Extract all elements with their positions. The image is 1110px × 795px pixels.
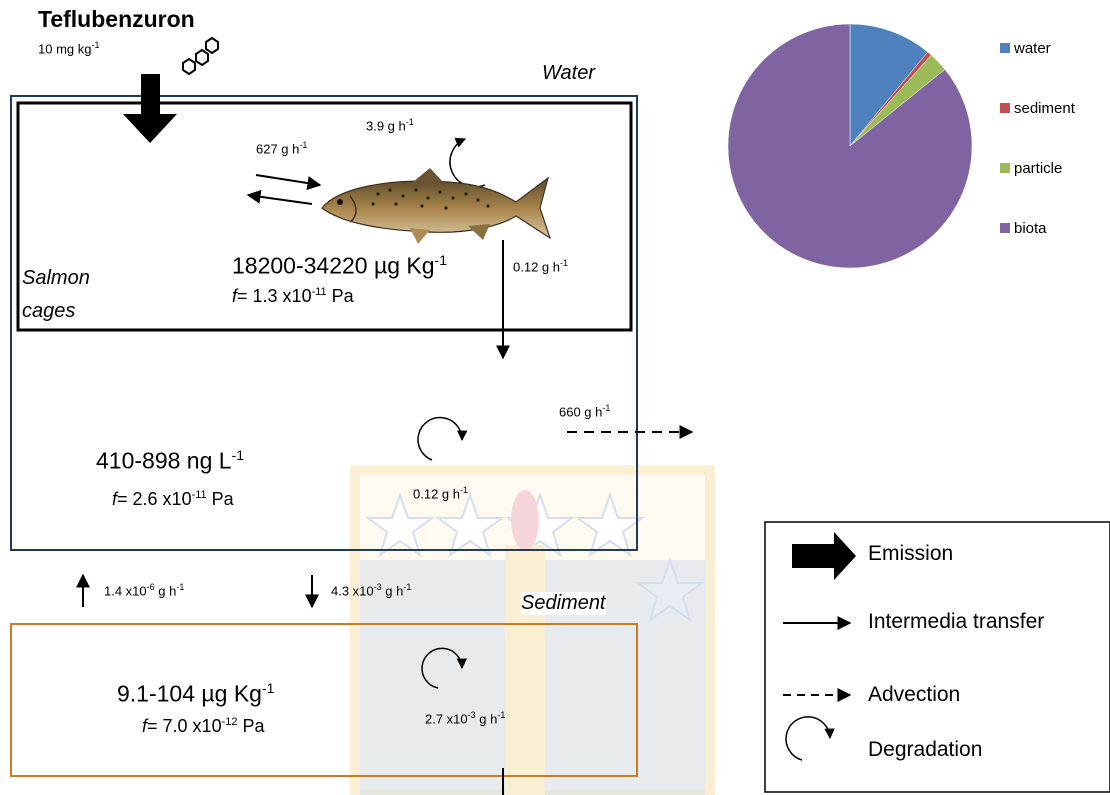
pie-legend-label: particle [1014,159,1063,177]
page-title: Teflubenzuron [38,6,195,32]
pie-legend-label: biota [1014,219,1047,237]
molecule-icon [182,36,219,76]
pie-legend-item-sediment: sediment [1000,98,1075,118]
pie-legend-item-water: water [1000,38,1075,58]
fish-release-arrow [246,189,313,205]
pie-legend-label: sediment [1014,99,1075,117]
sediment-degradation-loop [421,647,468,689]
fish-uptake-arrow [255,174,322,190]
legend-degradation-label: Degradation [868,738,983,761]
fish-degradation-flux: 3.9 g h-1 [366,117,414,134]
water-compartment-label: Water [542,62,595,84]
emission-rate-label: 10 mg kg-1 [38,40,100,57]
distribution-pie-chart [727,23,973,269]
advection-flux: 660 g h-1 [559,403,611,420]
legend-emission-label: Emission [868,542,954,565]
emission-arrow [123,74,177,143]
sediment-compartment-label: Sediment [521,592,606,615]
legend-degradation-icon [785,716,835,761]
pie-legend-item-biota: biota [1000,218,1075,238]
fish-exchange-flux: 627 g h-1 [256,140,308,157]
salmon-cages-label: Salmon cages [22,267,90,322]
pie-legend-label: water [1014,39,1051,57]
legend-emission-icon [792,532,856,580]
pie-legend-swatch [1000,163,1010,173]
sediment-to-water-flux: 1.4 x10-6 g h-1 [104,582,185,599]
water-fugacity: f= 2.6 x10-11 Pa [112,489,234,509]
sediment-degradation-flux: 2.7 x10-3 g h-1 [425,710,506,727]
sediment-fugacity: f= 7.0 x10-12 Pa [142,716,265,736]
cage-to-water-flux: 0.12 g h-1 [513,258,569,275]
fish-concentration: 18200-34220 µg Kg-1 [232,252,447,279]
pie-legend-swatch [1000,223,1010,233]
fish-fugacity: f= 1.3 x10-11 Pa [232,286,354,306]
legend-advection-label: Advection [868,683,961,706]
water-to-sediment-flux: 4.3 x10-3 g h-1 [331,582,412,599]
pie-slice-water [849,23,929,147]
water-degradation-loop [417,416,468,461]
salmon-fish [321,168,552,244]
pie-legend-item-particle: particle [1000,158,1075,178]
pie-slice-biota [727,23,973,269]
water-concentration: 410-898 ng L-1 [96,447,245,474]
pie-legend-swatch [1000,43,1010,53]
sediment-concentration: 9.1-104 µg Kg-1 [117,680,275,707]
pie-legend-swatch [1000,103,1010,113]
salmon-cages-box [16,101,633,332]
pie-legend: water sediment particle biota [1000,38,1075,278]
water-box [10,95,638,551]
legend-intermedia-label: Intermedia transfer [868,610,1045,633]
water-degradation-flux: 0.12 g h-1 [413,485,469,502]
sediment-box [10,623,638,777]
